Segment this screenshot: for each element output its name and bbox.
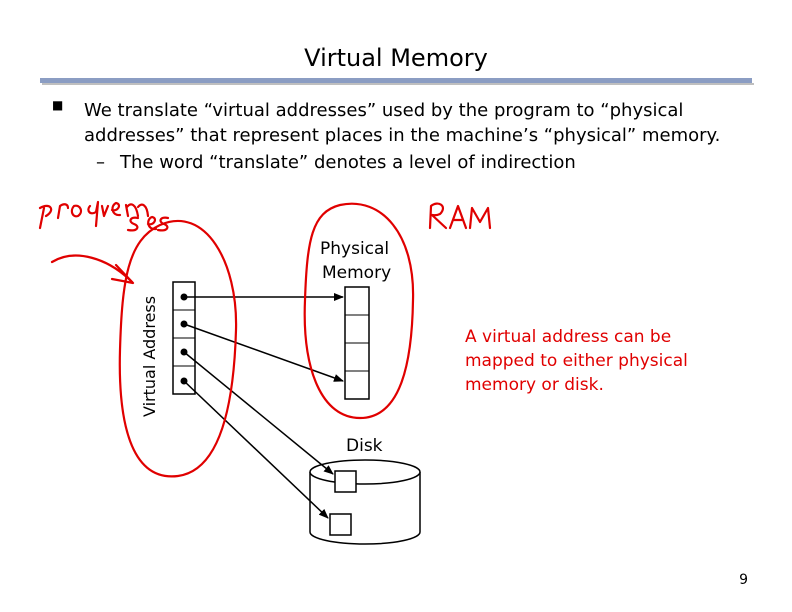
mapping-note: A virtual address can be mapped to eithe… <box>465 327 688 395</box>
virtual-address-label: Virtual Address <box>140 295 159 417</box>
handwritten-annotations <box>38 200 492 478</box>
sub-bullet-dash: – <box>96 152 105 173</box>
ses-scribble <box>126 215 170 232</box>
ram-scribble <box>428 202 492 230</box>
physical-memory-table <box>344 286 370 400</box>
physical-memory-circle <box>303 202 415 420</box>
physical-memory-label-line2: Memory <box>322 263 392 283</box>
sub-bullet-text: The word “translate” denotes a level of … <box>120 152 576 173</box>
virtual-address-circle <box>118 219 238 478</box>
bullet-text: We translate “virtual addresses” used by… <box>84 100 721 146</box>
mapping-arrows <box>183 293 344 519</box>
physical-memory-label-line1: Physical <box>320 239 390 259</box>
page-number: 9 <box>739 572 748 588</box>
virtual-address-table <box>172 281 196 395</box>
disk-label: Disk <box>346 436 383 456</box>
disk-cylinder <box>309 459 421 545</box>
title-rule <box>40 78 752 83</box>
bullet-square-icon: ■ <box>52 98 64 112</box>
title-rule-shadow <box>42 83 754 85</box>
program-scribble <box>38 200 150 230</box>
slide-title: Virtual Memory <box>304 44 488 72</box>
